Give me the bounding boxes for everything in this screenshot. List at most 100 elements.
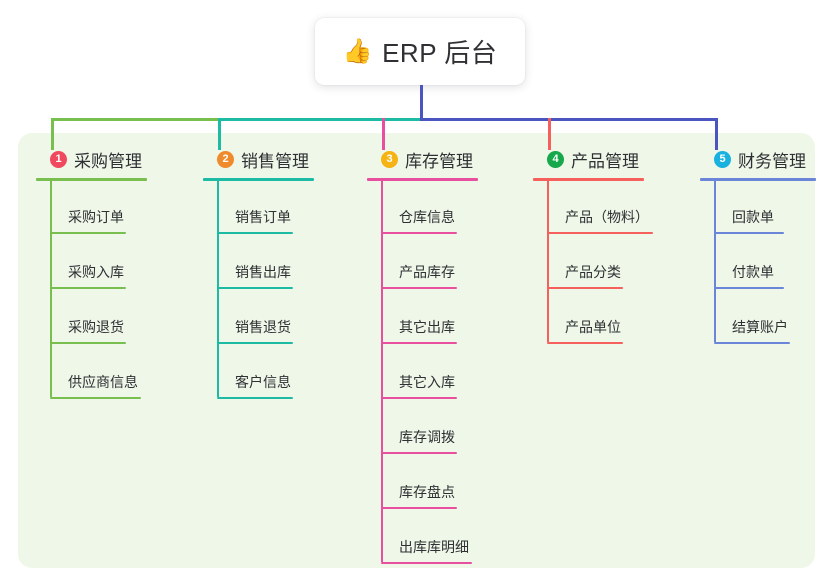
branch-spine <box>50 181 52 397</box>
branch-item-label: 产品（物料） <box>565 209 649 225</box>
branch-3: 3 库存管理仓库信息产品库存其它出库其它入库库存调拨库存盘点出库库明细 <box>367 147 478 566</box>
branch-item-rule <box>50 287 126 289</box>
branch-item-label: 销售订单 <box>235 209 291 225</box>
branch-items: 产品（物料） 产品分类产品单位 <box>533 181 653 346</box>
branch-spine <box>381 181 383 562</box>
branch-item-rule <box>50 342 126 344</box>
branch-title: 销售管理 <box>241 151 309 171</box>
branch-item-rule <box>217 342 293 344</box>
root-node-label: 👍 ERP 后台 <box>343 33 498 70</box>
branch-item-rule <box>381 342 457 344</box>
branch-item-rule <box>381 507 457 509</box>
branch-items: 回款单付款单结算账户 <box>700 181 816 346</box>
diagram-panel <box>18 133 815 568</box>
branch-item-label: 结算账户 <box>732 319 788 335</box>
branch-header-4[interactable]: 4 产品管理 <box>533 147 644 171</box>
branch-items: 仓库信息产品库存其它出库其它入库库存调拨库存盘点出库库明细 <box>367 181 478 566</box>
branch-item[interactable]: 回款单 <box>700 181 816 236</box>
branch-item[interactable]: 客户信息 <box>203 346 314 401</box>
branch-item-label: 回款单 <box>732 209 774 225</box>
branch-item-label: 销售出库 <box>235 264 291 280</box>
branch-spine <box>547 181 549 342</box>
branch-item-rule <box>217 397 293 399</box>
connector-bus-segment-2 <box>218 118 423 121</box>
branch-item-rule <box>381 232 457 234</box>
root-node[interactable]: 👍 ERP 后台 <box>315 18 525 85</box>
branch-item[interactable]: 其它入库 <box>367 346 478 401</box>
branch-item-rule <box>50 232 126 234</box>
branch-item-label: 采购入库 <box>68 264 124 280</box>
branch-number-badge: 3 <box>381 150 398 168</box>
connector-drop-5 <box>715 118 718 150</box>
branch-items: 销售订单销售出库销售退货客户信息 <box>203 181 314 401</box>
branch-item[interactable]: 产品（物料） <box>533 181 653 236</box>
branch-header-3[interactable]: 3 库存管理 <box>367 147 478 171</box>
branch-item-label: 采购订单 <box>68 209 124 225</box>
branch-item[interactable]: 采购退货 <box>36 291 147 346</box>
branch-item-label: 销售退货 <box>235 319 291 335</box>
branch-item-label: 供应商信息 <box>68 374 138 390</box>
branch-item-rule <box>217 232 293 234</box>
branch-number-badge: 4 <box>547 150 564 168</box>
branch-item[interactable]: 采购入库 <box>36 236 147 291</box>
branch-underline <box>533 178 644 181</box>
branch-item[interactable]: 仓库信息 <box>367 181 478 236</box>
branch-item-label: 客户信息 <box>235 374 291 390</box>
branch-header-5[interactable]: 5 财务管理 <box>700 147 816 171</box>
branch-item-label: 库存盘点 <box>399 484 455 500</box>
branch-spine <box>217 181 219 397</box>
branch-item[interactable]: 产品分类 <box>533 236 644 291</box>
branch-item-label: 其它出库 <box>399 319 455 335</box>
branch-item[interactable]: 采购订单 <box>36 181 147 236</box>
branch-item-rule <box>217 287 293 289</box>
branch-item-rule <box>714 342 790 344</box>
branch-item-label: 其它入库 <box>399 374 455 390</box>
branch-item[interactable]: 销售订单 <box>203 181 314 236</box>
branch-item[interactable]: 结算账户 <box>700 291 816 346</box>
connector-bus-segment-3 <box>420 118 718 121</box>
branch-item-label: 产品库存 <box>399 264 455 280</box>
branch-item-rule <box>547 287 623 289</box>
connector-drop-1 <box>51 118 54 150</box>
connector-drop-2 <box>218 118 221 150</box>
branch-item[interactable]: 销售出库 <box>203 236 314 291</box>
branch-item-rule <box>381 397 457 399</box>
branch-number-badge: 5 <box>714 150 731 168</box>
branch-item[interactable]: 库存调拨 <box>367 401 478 456</box>
branch-item-rule <box>381 287 457 289</box>
branch-title: 财务管理 <box>738 151 806 171</box>
branch-item[interactable]: 产品单位 <box>533 291 644 346</box>
branch-underline <box>36 178 147 181</box>
branch-item[interactable]: 销售退货 <box>203 291 314 346</box>
connector-bus-segment-1 <box>51 118 221 121</box>
branch-items: 采购订单采购入库采购退货供应商信息 <box>36 181 147 401</box>
branch-item[interactable]: 产品库存 <box>367 236 478 291</box>
branch-5: 5 财务管理回款单付款单结算账户 <box>700 147 816 346</box>
branch-item-rule <box>381 452 457 454</box>
branch-spine <box>714 181 716 342</box>
branch-title: 库存管理 <box>405 151 473 171</box>
branch-item-rule <box>547 232 653 234</box>
branch-item[interactable]: 付款单 <box>700 236 816 291</box>
branch-item-rule <box>547 342 623 344</box>
branch-item-rule <box>50 397 141 399</box>
branch-item-rule <box>714 232 784 234</box>
connector-drop-3 <box>382 118 385 150</box>
branch-underline <box>203 178 314 181</box>
branch-item[interactable]: 供应商信息 <box>36 346 147 401</box>
branch-item[interactable]: 其它出库 <box>367 291 478 346</box>
branch-item[interactable]: 库存盘点 <box>367 456 478 511</box>
branch-item-label: 付款单 <box>732 264 774 280</box>
branch-number-badge: 1 <box>50 150 67 168</box>
branch-item-label: 库存调拨 <box>399 429 455 445</box>
branch-item-label: 产品分类 <box>565 264 621 280</box>
branch-underline <box>700 178 816 181</box>
branch-item-label: 出库库明细 <box>399 539 469 555</box>
branch-4: 4 产品管理产品（物料） 产品分类产品单位 <box>533 147 653 346</box>
branch-item[interactable]: 出库库明细 <box>367 511 478 566</box>
branch-title: 产品管理 <box>571 151 639 171</box>
